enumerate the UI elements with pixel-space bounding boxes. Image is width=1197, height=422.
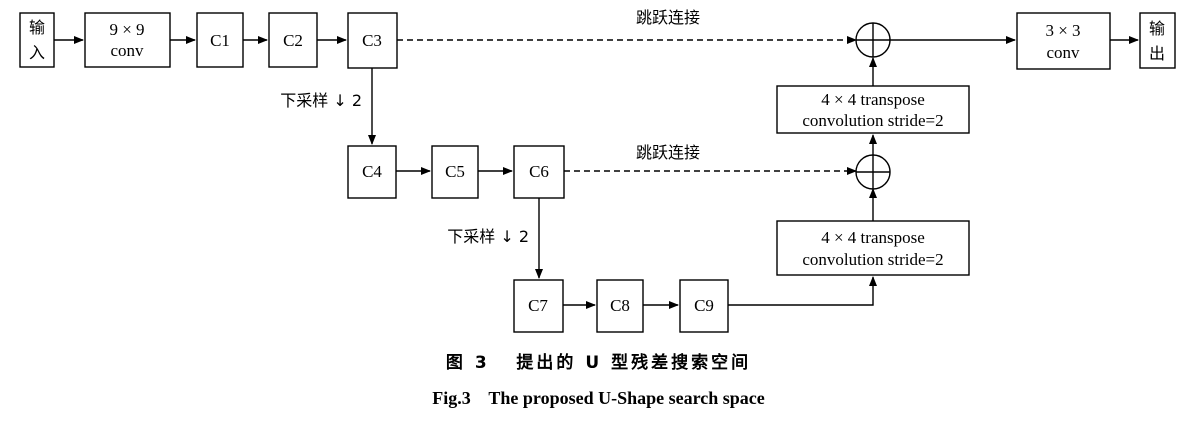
c4-node: C4 <box>347 145 397 199</box>
c4-label: C4 <box>362 162 382 181</box>
edges <box>54 36 1139 309</box>
caption-english: Fig.3 The proposed U-Shape search space <box>0 388 1197 409</box>
caption-en-number: Fig.3 <box>432 388 471 408</box>
c3-node: C3 <box>347 12 398 69</box>
edge-c9-to-tconv-bottom <box>728 276 877 306</box>
c5-label: C5 <box>445 162 465 181</box>
conv3-node: 3 × 3 conv <box>1016 12 1111 70</box>
output-label-line2: 出 <box>1149 44 1165 63</box>
c5-node: C5 <box>431 145 479 199</box>
skip-connection-label-top: 跳跃连接 <box>636 8 700 27</box>
c1-node: C1 <box>196 12 244 68</box>
tconv-top-label-line1: 4 × 4 transpose <box>821 90 925 109</box>
c3-label: C3 <box>362 31 382 50</box>
c8-label: C8 <box>610 296 630 315</box>
tconv-bottom-label-line2: convolution stride=2 <box>802 250 943 269</box>
c2-label: C2 <box>283 31 303 50</box>
output-node: 输 出 <box>1139 12 1176 69</box>
input-node: 输 入 <box>19 12 55 68</box>
c6-node: C6 <box>513 145 565 199</box>
sum-bottom <box>855 154 891 190</box>
c7-label: C7 <box>528 296 548 315</box>
caption-chinese: 图 3 提出的 U 型残差搜索空间 <box>0 348 1197 373</box>
c8-node: C8 <box>596 279 644 333</box>
caption-cn-title: 提出的 U 型残差搜索空间 <box>516 353 752 373</box>
conv9-label-line1: 9 × 9 <box>109 20 144 39</box>
input-label-line2: 入 <box>29 43 45 62</box>
c1-label: C1 <box>210 31 230 50</box>
c2-node: C2 <box>268 12 318 68</box>
caption-cn-number: 图 3 <box>445 353 490 373</box>
skip-connection-label-bottom: 跳跃连接 <box>636 143 700 162</box>
downsample-label-1: 下采样 ↓ 2 <box>280 91 362 110</box>
conv3-label-line1: 3 × 3 <box>1045 21 1080 40</box>
c7-node: C7 <box>513 279 564 333</box>
tconv-top-node: 4 × 4 transpose convolution stride=2 <box>776 85 970 134</box>
tconv-top-label-line2: convolution stride=2 <box>802 111 943 130</box>
conv3-label-line2: conv <box>1046 43 1080 62</box>
input-label-line1: 输 <box>29 18 45 37</box>
c6-label: C6 <box>529 162 549 181</box>
c9-label: C9 <box>694 296 714 315</box>
sum-top <box>855 22 891 58</box>
conv9-label-line2: conv <box>110 41 144 60</box>
c9-node: C9 <box>679 279 729 333</box>
tconv-bottom-node: 4 × 4 transpose convolution stride=2 <box>776 220 970 276</box>
downsample-label-2: 下采样 ↓ 2 <box>447 227 529 246</box>
output-label-line1: 输 <box>1149 19 1165 38</box>
tconv-bottom-label-line1: 4 × 4 transpose <box>821 228 925 247</box>
u-shape-diagram: 输 入 9 × 9 conv C1 C2 C3 3 × 3 conv 输 出 4… <box>19 8 1176 333</box>
caption-en-title: The proposed U-Shape search space <box>488 388 765 408</box>
conv9-node: 9 × 9 conv <box>84 12 171 68</box>
